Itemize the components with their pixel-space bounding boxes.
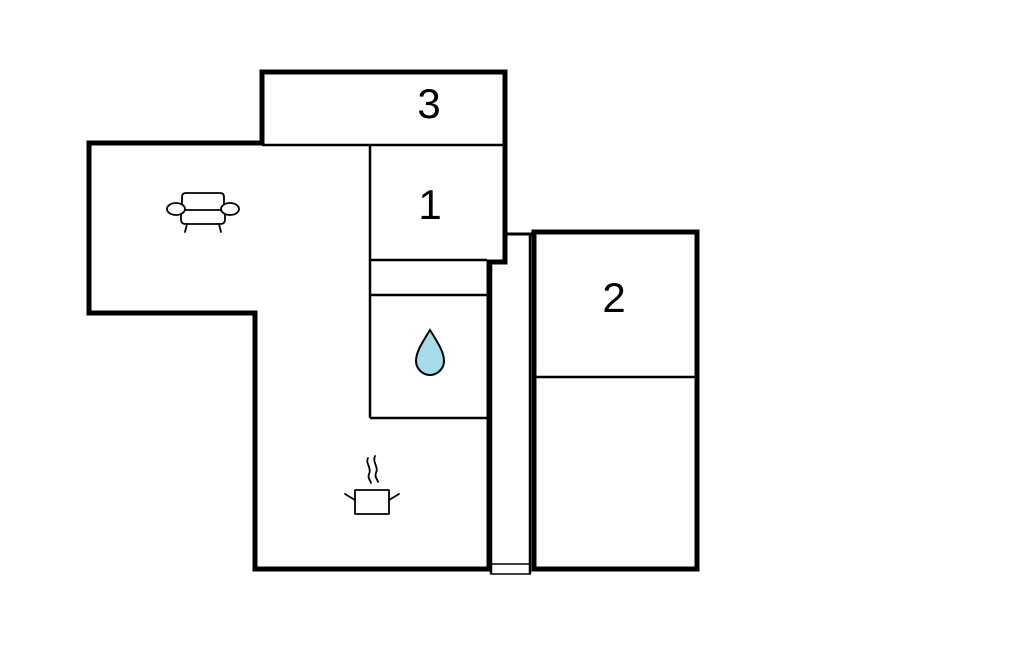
room-1-label: 1 — [418, 181, 441, 228]
corridor-entrance — [490, 563, 531, 575]
corridor — [489, 232, 532, 575]
sofa-icon — [166, 192, 240, 233]
room-2-label: 2 — [602, 274, 625, 321]
room-2-outline — [531, 229, 700, 572]
outer-walls — [86, 69, 700, 572]
interior-walls — [262, 143, 695, 420]
water-drop-icon — [414, 328, 446, 377]
room-3-label: 3 — [417, 80, 440, 127]
cooking-pot-icon — [344, 455, 400, 515]
main-block-outline — [86, 69, 508, 572]
